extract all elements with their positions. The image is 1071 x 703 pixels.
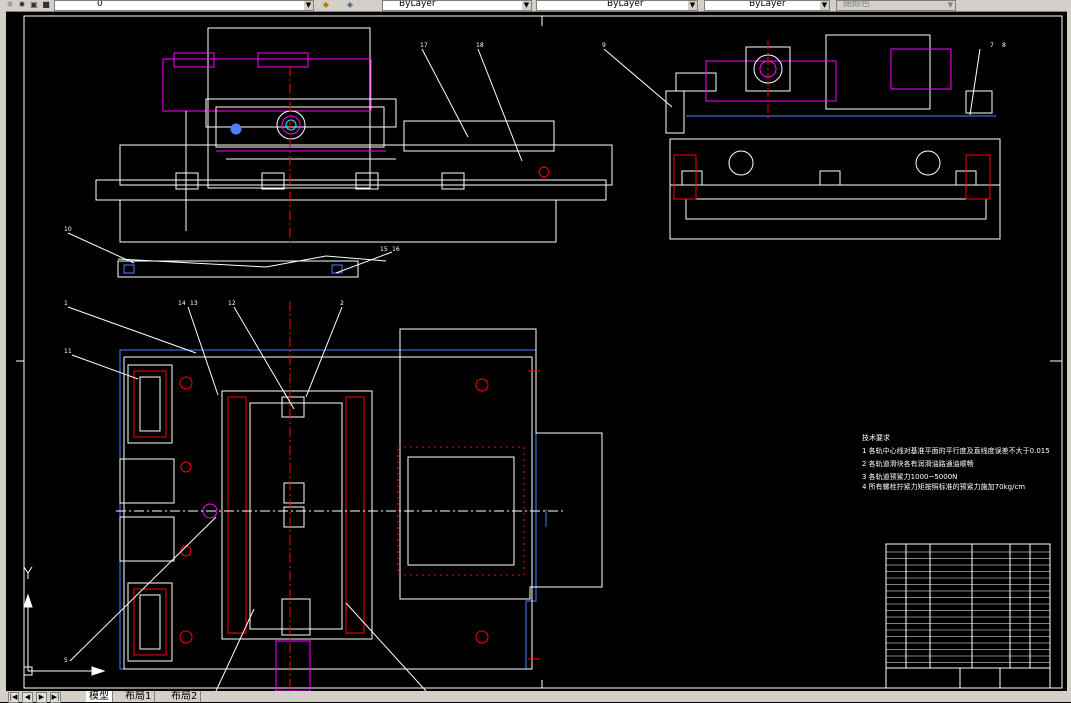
callout-5: 5	[64, 657, 68, 664]
tab-layout1[interactable]: 布局1	[122, 691, 156, 702]
callout-14: 14	[178, 300, 186, 307]
tech-req-line: 4 所有螺栓拧紧力矩按照标准的预紧力施加70kg/cm	[862, 482, 1025, 491]
lineweight-dropdown[interactable]: ByLayer ▼	[704, 0, 830, 11]
callout-11: 11	[64, 348, 72, 355]
tech-req-line: 1 各轨中心线对基准平面的平行度及直线度误差不大于0.015	[862, 446, 1050, 455]
layout-tab-bar: |◀ ◀ ▶ ▶| 模型 布局1 布局2	[0, 691, 1071, 703]
callout-17: 17	[420, 42, 428, 49]
color-swatch-icon[interactable]: ■	[42, 0, 50, 9]
callout-numbers: 17 18 9 7 8 10 15 16 1 14 13 12 2 11 5	[64, 42, 1006, 664]
callout-2: 2	[340, 300, 344, 307]
linetype-dropdown[interactable]: ByLayer ▼	[536, 0, 698, 11]
callout-1: 1	[64, 300, 68, 307]
right-dock	[1067, 11, 1071, 691]
callout-9: 9	[602, 42, 606, 49]
callout-15: 15	[380, 246, 388, 253]
ucs-icon	[23, 566, 106, 676]
plotstyle-value: 随颜色	[843, 0, 871, 9]
plan-view	[116, 301, 603, 691]
drawing-frame	[16, 15, 1063, 689]
section-break-line	[117, 255, 387, 278]
chevron-down-icon[interactable]: ▼	[946, 1, 955, 10]
callout-12: 12	[228, 300, 236, 307]
parts-list-rows	[886, 551, 1050, 663]
front-elevation-view	[95, 27, 613, 243]
tech-req-title: 技术要求	[862, 433, 890, 442]
chevron-down-icon[interactable]: ▼	[522, 1, 531, 10]
sun-icon[interactable]: ✹	[18, 0, 26, 9]
layer-dropdown[interactable]: 0 ▼	[54, 0, 314, 11]
parts-list-table	[885, 543, 1051, 689]
layer-manager-icon[interactable]: ◆	[322, 0, 330, 9]
first-tab-icon[interactable]: |◀	[8, 692, 19, 703]
properties-toolbar: ☼ ✹ ▣ ■ 0 ▼ ◆ ◈ ByLayer ▼ ByLayer ▼ ByLa…	[0, 0, 1071, 12]
side-elevation-view	[665, 34, 1001, 240]
callout-13: 13	[190, 300, 198, 307]
linetype-value: ByLayer	[607, 0, 644, 9]
left-dock	[0, 11, 6, 691]
callout-8: 8	[1002, 42, 1006, 49]
tech-req-line: 3 各轨道预紧力1000~5000N	[862, 472, 957, 481]
last-tab-icon[interactable]: ▶|	[50, 692, 61, 703]
chevron-down-icon[interactable]: ▼	[688, 1, 697, 10]
layer-value: 0	[97, 0, 103, 9]
tab-layout2[interactable]: 布局2	[168, 691, 202, 702]
layer-states-icon[interactable]: ◈	[346, 0, 354, 9]
color-value: ByLayer	[399, 0, 436, 9]
callout-16: 16	[392, 246, 400, 253]
leader-lines	[67, 48, 981, 691]
chevron-down-icon[interactable]: ▼	[304, 1, 313, 10]
technical-requirements: 技术要求 1 各轨中心线对基准平面的平行度及直线度误差不大于0.015 2 各轨…	[862, 433, 1050, 491]
next-tab-icon[interactable]: ▶	[36, 692, 47, 703]
tab-model[interactable]: 模型	[86, 691, 113, 702]
tech-req-line: 2 各轨道滑块各有润滑油路通油顺畅	[862, 459, 974, 468]
callout-10: 10	[64, 226, 72, 233]
bulb-icon[interactable]: ☼	[6, 0, 14, 9]
prev-tab-icon[interactable]: ◀	[22, 692, 33, 703]
chevron-down-icon[interactable]: ▼	[820, 1, 829, 10]
lineweight-value: ByLayer	[749, 0, 786, 9]
drawing-canvas[interactable]: 17 18 9 7 8 10 15 16 1 14 13 12 2 11 5 技…	[6, 11, 1067, 691]
callout-7: 7	[990, 42, 994, 49]
lock-icon[interactable]: ▣	[30, 0, 38, 9]
color-dropdown[interactable]: ByLayer ▼	[382, 0, 532, 11]
plotstyle-dropdown[interactable]: 随颜色 ▼	[836, 0, 956, 11]
callout-18: 18	[476, 42, 484, 49]
